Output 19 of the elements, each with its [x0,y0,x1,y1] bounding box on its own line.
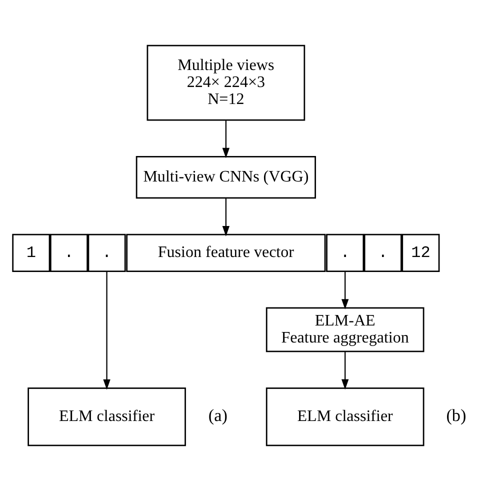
node-box: . [364,233,402,272]
node-box: Multi-view CNNs (VGG) [136,156,316,198]
arrow [103,270,110,390]
arrow [222,120,230,158]
label: (b) [446,405,466,424]
node-box: ELM classifier [28,386,186,446]
arrow [341,351,349,390]
arrow [222,198,230,236]
node-box: . [50,233,88,272]
node-box: . [88,233,126,272]
node-box: 1 [12,233,50,272]
node-box: . [326,233,364,272]
node-box: Multiple views 224× 224×3 N=12 [146,44,306,120]
label: (a) [208,405,228,424]
arrow [341,270,349,309]
node-box: 12 [402,233,440,272]
node-box: Fusion feature vector [126,233,326,272]
node-box: ELM-AE Feature aggregation [266,306,424,352]
node-box: ELM classifier [266,386,424,446]
